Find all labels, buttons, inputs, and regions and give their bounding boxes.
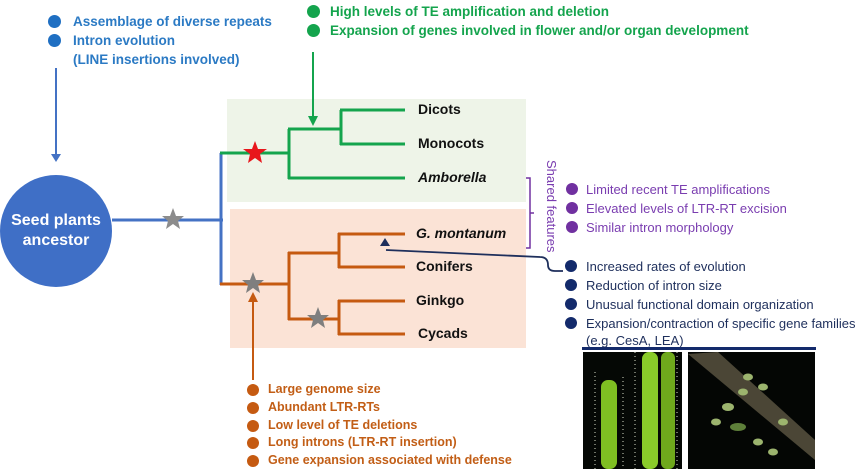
bullet-icon	[307, 24, 320, 37]
gymnosperm-background	[230, 209, 526, 348]
gymnosperm-clade	[220, 232, 405, 336]
bullet-icon	[48, 15, 61, 28]
gray-star-icon	[162, 208, 184, 229]
list-item: Long introns (LTR-RT insertion)	[247, 434, 512, 452]
bullet-icon	[247, 384, 259, 396]
ancestor-arrowhead	[51, 154, 61, 162]
red-star-icon	[243, 141, 267, 163]
bullet-icon	[307, 5, 320, 18]
bullet-icon	[247, 419, 259, 432]
taxon-g-montanum: G. montanum	[416, 225, 507, 241]
gnetum-feature-list: Increased rates of evolution Reduction o…	[565, 257, 856, 348]
ancestor-label-line1: Seed plants	[11, 212, 101, 229]
gray-star-icon	[307, 307, 329, 328]
bullet-icon	[566, 221, 578, 233]
list-item: Similar intron morphology	[566, 218, 787, 237]
gymnosperm-feature-list: Large genome size Abundant LTR-RTs Low l…	[247, 381, 512, 470]
list-item: Abundant LTR-RTs	[247, 399, 512, 417]
gnetum-arrow-line	[385, 249, 563, 272]
list-item: Unusual functional domain organization	[565, 295, 856, 314]
list-item: Limited recent TE amplifications	[566, 180, 787, 199]
gnetum-fruit-photo	[688, 352, 815, 469]
bullet-icon	[48, 34, 61, 47]
angiosperm-feature-list: High levels of TE amplification and dele…	[307, 2, 749, 40]
bullet-icon	[565, 279, 577, 291]
angiosperm-arrowhead	[308, 116, 318, 126]
list-item: High levels of TE amplification and dele…	[307, 2, 749, 21]
bullet-icon	[565, 317, 577, 329]
gymnosperm-arrowhead	[248, 292, 258, 302]
gnetum-strobili-photo	[583, 352, 682, 469]
list-item: Elevated levels of LTR-RT excision	[566, 199, 787, 218]
gray-star-icon	[242, 272, 264, 293]
taxon-conifers: Conifers	[416, 258, 473, 274]
seed-plants-ancestor-node: Seed plants ancestor	[0, 175, 112, 287]
shared-feature-list: Limited recent TE amplifications Elevate…	[566, 180, 787, 237]
angiosperm-background	[227, 99, 526, 202]
bullet-icon	[247, 401, 259, 414]
taxon-cycads: Cycads	[418, 325, 468, 341]
bullet-icon	[565, 298, 577, 310]
ancestor-label-line2: ancestor	[22, 232, 90, 249]
taxon-ginkgo: Ginkgo	[416, 292, 465, 308]
taxon-amborella: Amborella	[418, 169, 487, 185]
taxon-monocots: Monocots	[418, 135, 485, 151]
list-item: Gene expansion associated with defense	[247, 452, 512, 470]
photo-header-bar	[582, 347, 816, 350]
bullet-icon	[565, 260, 577, 272]
list-item: Reduction of intron size	[565, 276, 856, 295]
taxon-dicots: Dicots	[418, 101, 461, 117]
list-item: Intron evolution	[48, 31, 272, 50]
shared-features-label: Shared features	[544, 160, 559, 253]
shared-bracket	[526, 177, 534, 249]
list-item: Increased rates of evolution	[565, 257, 856, 276]
bullet-icon	[566, 202, 578, 214]
list-item: Expansion of genes involved in flower an…	[307, 21, 749, 40]
gnetum-arrowhead	[380, 238, 390, 246]
bullet-icon	[247, 437, 259, 450]
list-item: Assemblage of diverse repeats	[48, 12, 272, 31]
list-item: Large genome size	[247, 381, 512, 399]
angiosperm-clade	[220, 108, 405, 180]
bullet-icon	[566, 183, 578, 195]
ancestor-feature-list: Assemblage of diverse repeats Intron evo…	[48, 12, 272, 69]
list-item: Low level of TE deletions	[247, 417, 512, 435]
list-item: (e.g. CesA, LEA)	[586, 333, 684, 348]
list-item: Expansion/contraction of specific gene f…	[565, 314, 856, 333]
list-item: (LINE insertions involved)	[73, 52, 240, 67]
bullet-icon	[247, 455, 259, 468]
